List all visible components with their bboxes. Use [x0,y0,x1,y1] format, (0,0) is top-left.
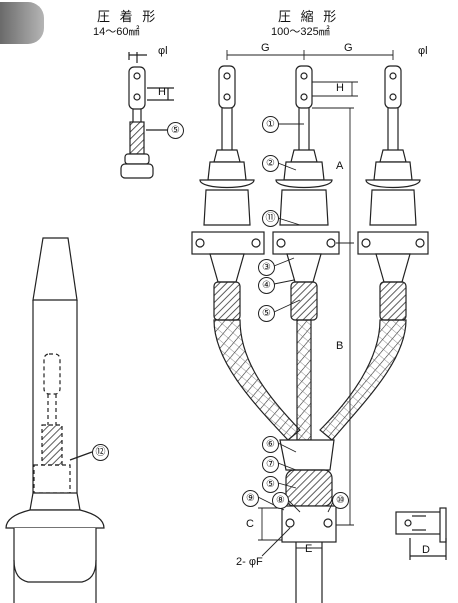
dim-d: D [422,544,430,556]
crimp-type-title: 圧 着 形 [97,9,159,24]
callout-11: ⑪ [262,210,279,227]
callout-5: ⑤ [258,305,275,322]
dim-phi-l-crimp: φl [158,45,168,57]
dim-c: C [246,518,254,530]
callout-1: ① [262,116,279,133]
dim-h: H [336,82,344,94]
callout-9: ⑨ [242,490,259,507]
dim-g-left: G [261,42,270,54]
callout-6: ⑥ [262,436,279,453]
compression-type-title: 圧 縮 形 [278,9,340,24]
callout-12: ⑫ [92,444,109,461]
callout-7: ⑦ [262,456,279,473]
callout-10: ⑩ [332,492,349,509]
section-tab [0,2,44,44]
crimp-type-detail [120,52,174,179]
three-core-termination [191,65,429,603]
crimp-type-range: 14〜60㎟ [93,26,140,38]
compression-type-range: 100〜325㎟ [271,26,330,38]
dim-a: A [336,160,344,172]
callout-3: ③ [258,259,275,276]
dim-e: E [305,543,313,555]
dim-h-crimp: H [158,86,166,98]
callout-2: ② [262,155,279,172]
dimension-lines [146,50,394,557]
dim-g-right: G [344,42,353,54]
dim-phi-f: 2- φF [236,556,263,568]
dim-phi-l: φl [418,45,428,57]
callout-8: ⑧ [272,492,289,509]
insulating-cap-drawing [5,237,105,603]
callout-5-lower: ⑤ [262,476,279,493]
callout-4: ④ [258,277,275,294]
callout-5-crimp: ⑤ [167,122,184,139]
dim-b: B [336,340,344,352]
bracket-detail [395,507,447,560]
